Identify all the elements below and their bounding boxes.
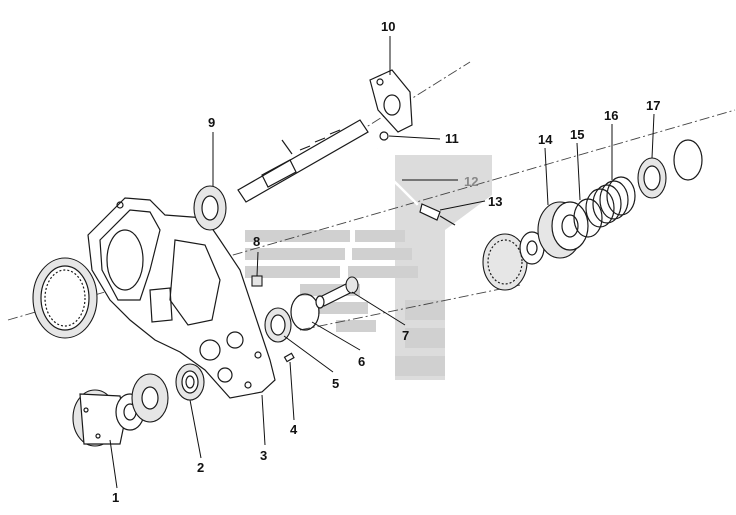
callout-4: 4 — [290, 422, 298, 437]
part-11-o-ring — [379, 131, 389, 141]
part-9-main-shaft — [193, 119, 369, 231]
part-12-hose — [376, 147, 419, 206]
callout-11: 11 — [445, 131, 459, 146]
callout-8: 8 — [253, 234, 260, 249]
part-1-flange — [72, 389, 145, 447]
callout-2: 2 — [197, 460, 204, 475]
watermark-logo — [245, 155, 492, 380]
part-5-bearing — [264, 307, 292, 343]
part-2-washer-seal — [131, 363, 205, 423]
spur-gear — [482, 231, 545, 291]
part-6-snap-ring — [290, 293, 320, 331]
part-7-shaft — [315, 276, 359, 309]
part-14-drum — [537, 201, 589, 259]
part-10-bracket — [369, 69, 413, 133]
part-17-hub — [637, 139, 703, 199]
ring-gear — [32, 257, 98, 339]
callout-12: 12 — [464, 174, 478, 189]
callout-10: 10 — [381, 19, 395, 34]
part-16-spring — [585, 176, 636, 228]
callout-labels: 1 2 3 4 5 6 7 8 9 10 11 12 13 14 15 16 1… — [112, 19, 660, 505]
callout-9: 9 — [208, 115, 215, 130]
callout-14: 14 — [538, 132, 553, 147]
part-13-fitting — [419, 203, 456, 226]
callout-3: 3 — [260, 448, 267, 463]
part-8-block — [251, 275, 263, 287]
callout-16: 16 — [604, 108, 618, 123]
leader-lines — [109, 36, 655, 489]
callout-1: 1 — [112, 490, 119, 505]
part-3-gearbox-housing — [87, 197, 276, 399]
part-4-pin — [283, 352, 295, 363]
callout-15: 15 — [570, 127, 584, 142]
callout-7: 7 — [402, 328, 409, 343]
callout-17: 17 — [646, 98, 660, 113]
callout-6: 6 — [358, 354, 365, 369]
callout-5: 5 — [332, 376, 339, 391]
callout-13: 13 — [488, 194, 502, 209]
